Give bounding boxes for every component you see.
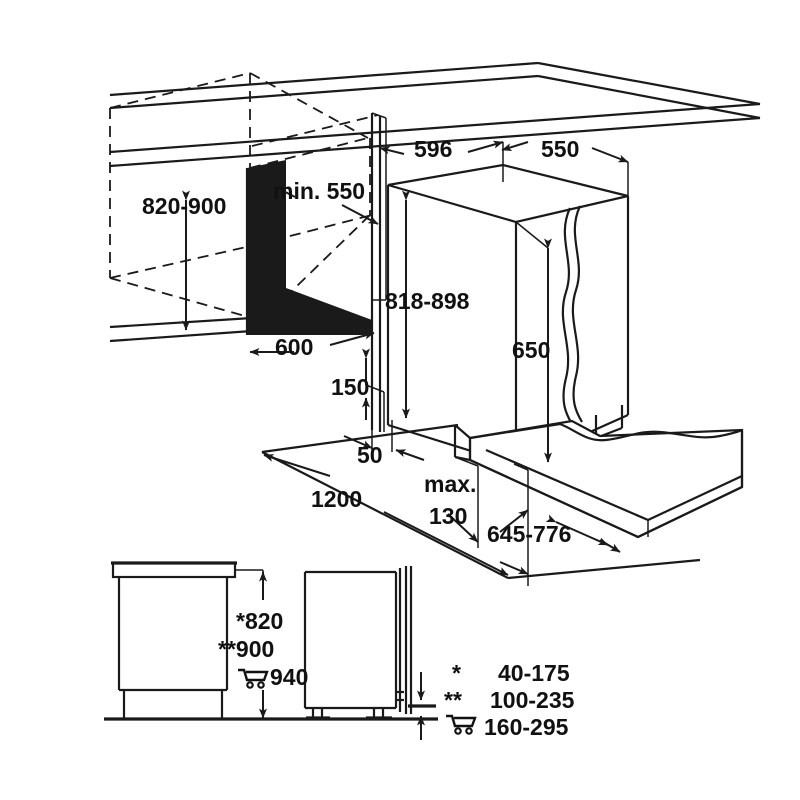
bottom-left-cabinet xyxy=(111,561,263,718)
legend-row-double-star: ** 100-235 xyxy=(444,687,574,714)
appliance-body xyxy=(386,163,630,467)
legend-value-2: 100-235 xyxy=(490,686,575,713)
dim-label-appliance-depth: 596 xyxy=(414,136,453,162)
dim-1200 xyxy=(263,454,509,576)
dim-legend-anchor xyxy=(408,672,436,740)
dim-50 xyxy=(343,420,425,461)
worktop-height-row-3: 940 xyxy=(236,664,308,692)
dim-niche-width xyxy=(249,331,375,356)
dim-150 xyxy=(362,348,385,432)
dim-max-130 xyxy=(447,456,479,548)
worktop-height-820: *820 xyxy=(236,608,284,635)
dim-label-50: 50 xyxy=(357,442,383,468)
hidden-construction-lines xyxy=(109,72,379,321)
dim-label-niche-width: 600 xyxy=(275,334,314,360)
shopping-cart-icon xyxy=(236,667,270,689)
legend-mark-1: * xyxy=(452,659,461,686)
dim-label-appliance-side: 550 xyxy=(541,136,580,162)
bottom-right-appliance xyxy=(303,566,413,720)
legend: * 40-175 ** 100-235 160-295 xyxy=(444,660,574,741)
legend-row-cart: 160-295 xyxy=(444,714,574,741)
niche-front-frame xyxy=(370,112,387,432)
dim-label-max-value: 130 xyxy=(429,503,468,529)
dim-label-1200: 1200 xyxy=(311,486,363,512)
floor-footprint-outline xyxy=(261,423,701,580)
dim-label-appliance-height: 818-898 xyxy=(385,288,470,314)
niche-cutout-fill xyxy=(245,160,372,335)
legend-value-1: 40-175 xyxy=(498,659,570,686)
dim-645-776 xyxy=(499,463,621,586)
dim-niche-depth xyxy=(257,177,379,225)
dim-appliance-top xyxy=(379,140,629,196)
legend-row-single-star: * 40-175 xyxy=(444,660,574,687)
dim-label-150: 150 xyxy=(331,374,370,400)
dim-label-max: max. xyxy=(424,471,477,497)
dim-door-height xyxy=(515,221,552,463)
dim-label-niche-height: 820-900 xyxy=(142,193,227,219)
worktop-height-940: 940 xyxy=(270,664,309,691)
appliance-door-panel xyxy=(453,419,744,539)
legend-value-3: 160-295 xyxy=(484,713,569,740)
worktop-height-stack: *820 **900 940 xyxy=(218,608,308,692)
legend-cart-icon xyxy=(444,713,484,741)
worktop-slab-group xyxy=(109,61,761,343)
worktop-height-row-1: *820 xyxy=(236,608,308,636)
dim-label-door-height: 650 xyxy=(512,337,551,363)
legend-mark-2: ** xyxy=(444,686,462,713)
worktop-height-900: **900 xyxy=(218,636,275,663)
dim-label-645-776: 645-776 xyxy=(487,521,572,547)
dim-label-niche-depth-min: min. 550 xyxy=(273,178,366,204)
worktop-height-row-2: **900 xyxy=(218,636,308,664)
